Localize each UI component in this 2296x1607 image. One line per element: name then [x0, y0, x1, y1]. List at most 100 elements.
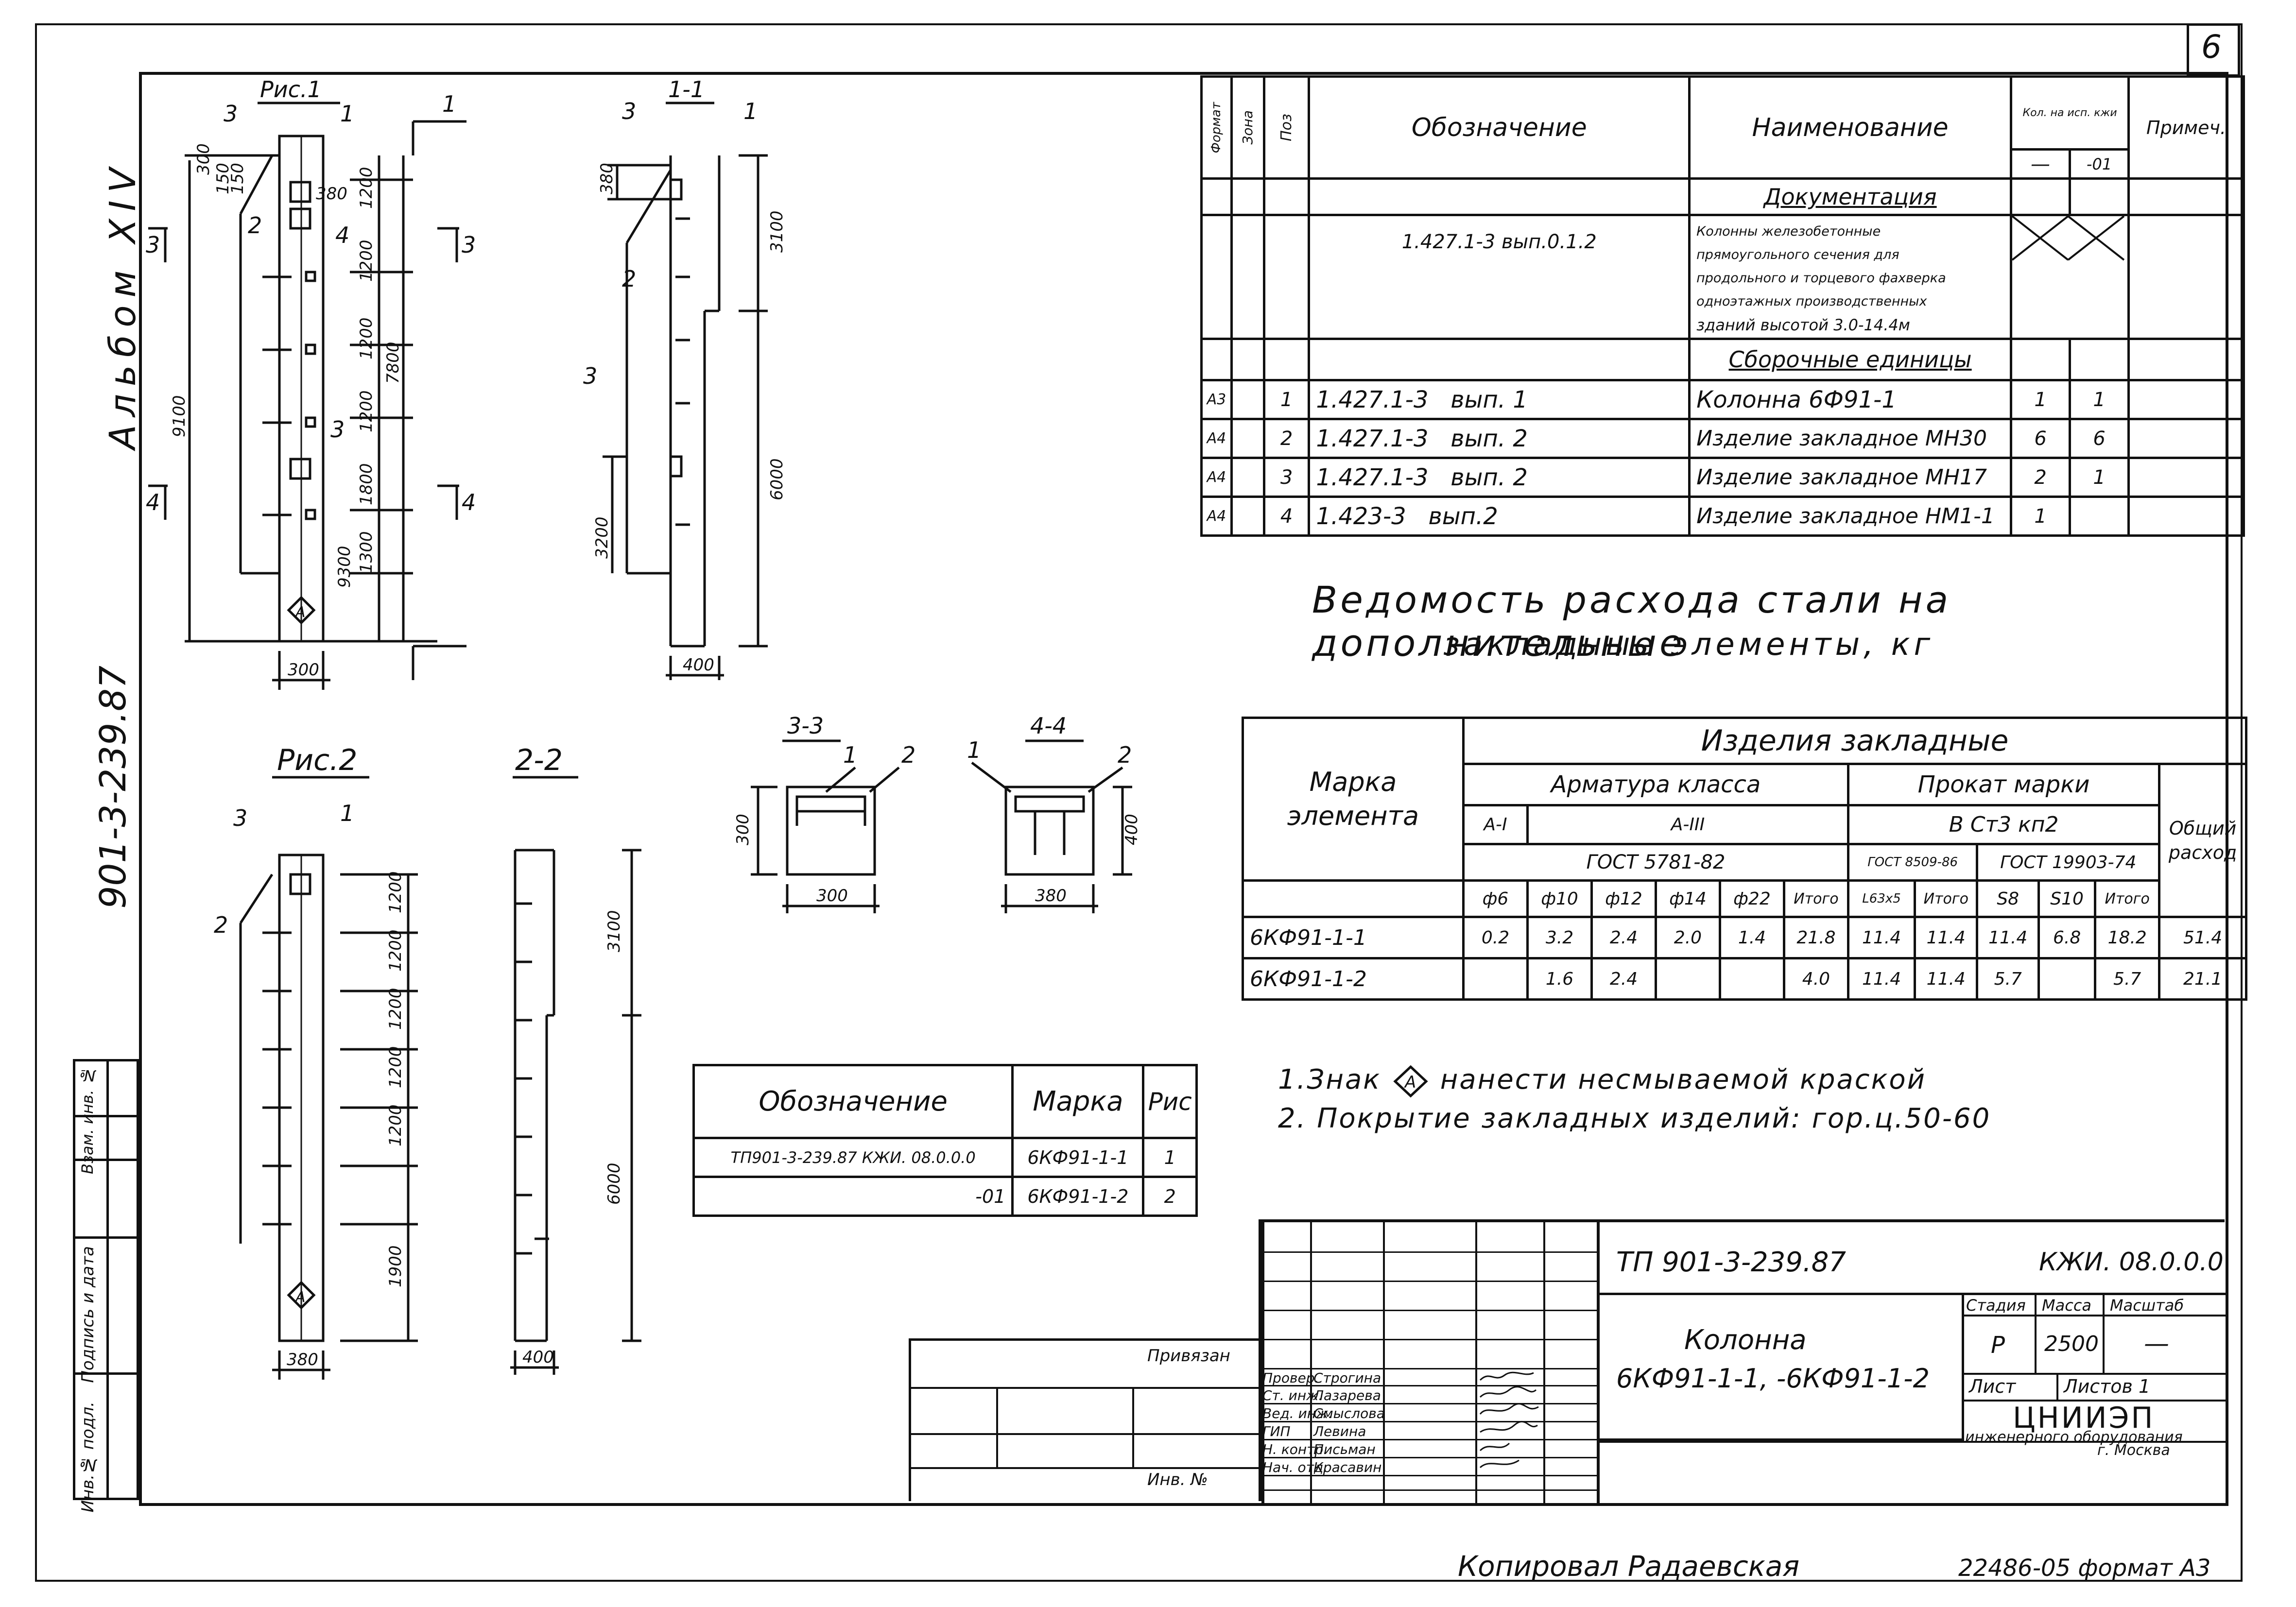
dim-22-width: 400 [522, 1348, 554, 1367]
spec-row3-des: 1.427.1-3 [1316, 463, 1429, 491]
title-code-right: КЖИ. 08.0.0.0 [2039, 1248, 2224, 1277]
spec-doc-name-3: продольного и торцевого фахверка [1696, 271, 1946, 286]
mass-value: 2500 [2044, 1332, 2099, 1356]
sec44-label: 4-4 [1030, 713, 1067, 739]
person-name-1: Строгина [1313, 1370, 1381, 1386]
table-row: ТП901-3-239.87 КЖИ. 08.0.0.0 6КФ91-1-1 1 [692, 1137, 1198, 1178]
inv-label: Инв. № [1147, 1470, 1208, 1489]
steel-h-gost-a: ГОСТ 5781-82 [1462, 843, 1849, 882]
dim-fig1-150a: 150 [213, 163, 233, 194]
spec-row3-pos: 3 [1262, 457, 1311, 498]
cutmark-4-right: 4 [462, 489, 476, 515]
steel-r2-v4 [1718, 957, 1785, 1001]
steel-r1-v9: 6.8 [2037, 916, 2097, 959]
cutmark-3-right: 3 [462, 232, 476, 258]
spec-row4-q1: 1 [2010, 496, 2072, 537]
title-name-2: 6КФ91-1-1, -6КФ91-1-2 [1616, 1363, 1930, 1394]
privyazan-label: Привязан [1147, 1346, 1230, 1366]
mark-2-11: 2 [622, 266, 636, 292]
dim-fig2-1200d: 1200 [386, 1046, 405, 1088]
privyazan-box [909, 1338, 1260, 1501]
steel-r1-v8: 11.4 [1976, 916, 2040, 959]
cut1-label: 1 [442, 91, 456, 117]
marks-table: Обозначение Марка Рис ТП901-3-239.87 КЖИ… [692, 1064, 1198, 1217]
cutmark-4-left: 4 [146, 489, 160, 515]
table-row: 6КФ91-1-1 0.2 3.2 2.4 2.0 1.4 21.8 11.4 … [1241, 916, 2247, 959]
steel-h-gost-c: ГОСТ 19903-74 [1976, 843, 2161, 882]
anchor-diamond-symbol: А [1404, 1073, 1417, 1092]
spec-row2-des: 1.427.1-3 [1316, 425, 1429, 452]
spec-row1-format: А3 [1200, 379, 1233, 420]
steel-r1-total: 51.4 [2158, 916, 2247, 959]
steel-h-vst: В Ст3 кп2 [1847, 804, 2161, 845]
person-role-5: Н. контр. [1262, 1441, 1328, 1457]
steel-h-izd: Изделия закладные [1462, 717, 2247, 765]
dim-fig1-150b: 150 [228, 163, 247, 194]
sec22-label: 2-2 [515, 743, 563, 777]
dim-fig1-9100: 9100 [170, 395, 189, 437]
marks-r1-fig: 1 [1142, 1137, 1198, 1178]
dim-fig1-380: 380 [316, 184, 347, 204]
scale-value: — [2144, 1329, 2169, 1358]
org-city: г. Москва [2097, 1442, 2170, 1459]
steel-r1-v7: 11.4 [1914, 916, 1979, 959]
mark-2: 2 [248, 212, 262, 239]
mark-2-44: 2 [1118, 742, 1132, 768]
spec-section-asm: Сборочные единицы [1688, 338, 2013, 381]
person-role-6: Нач. отд. [1262, 1459, 1328, 1475]
steel-r1-mark: 6КФ91-1-1 [1241, 916, 1465, 959]
mark-1-11: 1 [743, 98, 758, 124]
person-name-4: Левина [1313, 1423, 1366, 1439]
steel-col-1: ф10 [1526, 879, 1593, 918]
spec-row: А4 3 1.427.1-3 вып. 2 Изделие закладное … [1200, 457, 2245, 498]
stage-value: Р [1991, 1332, 2005, 1359]
steel-r1-v10: 18.2 [2094, 916, 2161, 959]
spec-h-name: Наименование [1688, 75, 2013, 180]
spec-h-pos: Поз [1278, 114, 1295, 141]
dim-fig1-1300: 1300 [357, 531, 376, 573]
mark-3-11: 3 [622, 98, 636, 124]
marks-r1-mark: 6КФ91-1-1 [1011, 1137, 1145, 1178]
spec-h-zone: Зона [1240, 110, 1256, 145]
spec-row1-q2: 1 [2069, 379, 2130, 420]
steel-r2-v9 [2037, 957, 2097, 1001]
spec-row2-vyp: вып. 2 [1450, 425, 1528, 452]
steel-h-gost-b: ГОСТ 8509-86 [1847, 843, 1979, 882]
dim-fig1-1200b: 1200 [357, 239, 376, 282]
dim-fig1-width: 300 [288, 660, 319, 680]
marks-h-fig: Рис [1142, 1064, 1198, 1139]
steel-col-0: ф6 [1462, 879, 1529, 918]
spec-row1-q1: 1 [2010, 379, 2072, 420]
steel-r1-v2: 2.4 [1590, 916, 1657, 959]
mark-3c-11: 3 [583, 363, 597, 389]
spec-row1-pos: 1 [1262, 379, 1311, 420]
dim-fig1-7800: 7800 [383, 342, 403, 384]
spec-row1-vyp: вып. 1 [1450, 386, 1528, 413]
spec-table: Формат Зона Поз Обозначение Наименование… [1200, 75, 2245, 537]
spec-row2-q2: 6 [2069, 418, 2130, 459]
table-row: 6КФ91-1-2 1.6 2.4 4.0 11.4 11.4 5.7 5.7 … [1241, 957, 2247, 1001]
mark-3b: 3 [330, 416, 345, 443]
steel-r2-v10: 5.7 [2094, 957, 2161, 1001]
dim-fig1-1200c: 1200 [357, 317, 376, 359]
note-2: 2. Покрытие закладных изделий: гор.ц.50-… [1278, 1103, 1991, 1134]
spec-doc-designation: 1.427.1-3 вып.0.1.2 [1308, 214, 1691, 340]
person-name-2: Лазарева [1313, 1387, 1381, 1403]
spec-row3-q2: 1 [2069, 457, 2130, 498]
steel-col-5: Итого [1782, 879, 1849, 918]
dim-fig1-9300: 9300 [335, 546, 354, 588]
dim-fig1-1200d: 1200 [357, 390, 376, 432]
mark-1-44: 1 [967, 737, 981, 763]
person-role-4: ГИП [1262, 1423, 1291, 1439]
dim-fig1-1200a: 1200 [357, 167, 376, 209]
steel-r1-v6: 11.4 [1847, 916, 1916, 959]
sec11-label: 1-1 [668, 76, 705, 103]
note-1-body: нанести несмываемой краской [1440, 1064, 1927, 1095]
spec-doc-name-4: одноэтажных производственных [1696, 294, 1927, 309]
mark-3: 3 [224, 101, 238, 127]
mark-4: 4 [335, 222, 349, 248]
dim-11-3100: 3100 [767, 210, 787, 253]
steel-col-7: Итого [1914, 879, 1979, 918]
spec-doc-name-5: зданий высотой 3.0-14.4м [1696, 316, 1910, 334]
spec-row4-format: А4 [1200, 496, 1233, 537]
